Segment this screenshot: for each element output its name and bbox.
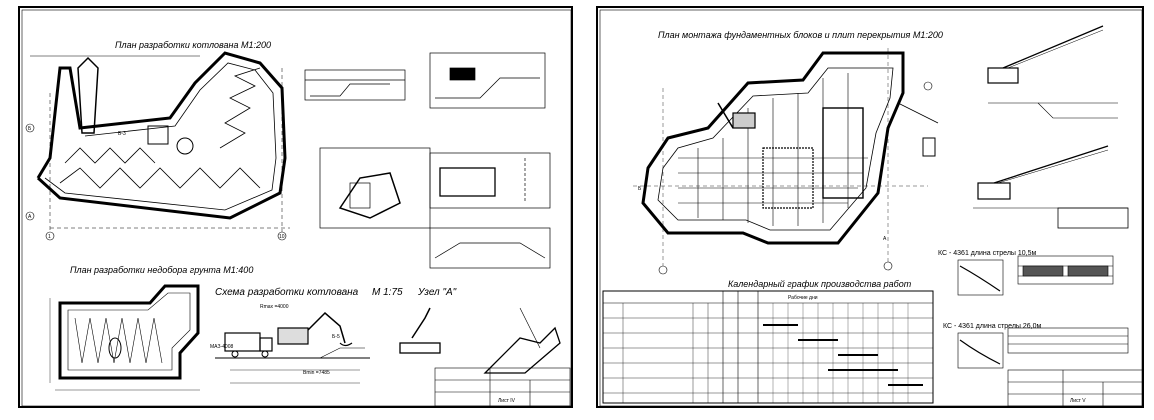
scheme-label-b5: Б-5 [332, 334, 340, 340]
scheme-label-truck: МАЗ-4008 [210, 344, 233, 350]
crane-chart-2 [957, 332, 1004, 369]
drawing-sheet-left: План разработки котлована М1:200 1 10 А … [18, 6, 573, 408]
mount-plan-title: План монтажа фундаментных блоков и плит … [658, 30, 943, 40]
sheet-right-graphics: План монтажа фундаментных блоков и плит … [599, 9, 1144, 407]
right-sheet-number: Лист V [1070, 398, 1086, 404]
sheet-left-graphics: План разработки котлована М1:200 1 10 А … [21, 9, 572, 407]
axis-label-10: 10 [279, 234, 285, 240]
crane-chart-1 [957, 259, 1004, 296]
axis-label-b: Б [28, 126, 32, 132]
title-block-right [1007, 369, 1144, 407]
crane-chart-title-1: КС - 4361 длина стрелы 10,5м [938, 250, 1037, 257]
pit-plan-title: План разработки котлована М1:200 [115, 40, 271, 50]
scheme-title: Схема разработки котлована [215, 286, 359, 298]
excavation-scheme-drawing [215, 307, 561, 384]
calendar-working-days: Рабочие дни [788, 295, 818, 301]
axis-label-1: 1 [48, 234, 51, 240]
calendar-schedule-table [602, 290, 934, 404]
block-schedule [1007, 255, 1129, 354]
scheme-node-label: Узел "А" [417, 287, 457, 298]
pit-label-b3: Б-3 [118, 131, 126, 137]
shortfall-plan-title: План разработки недобора грунта М1:400 [70, 265, 253, 275]
scheme-label-rmax: Rmax =4000 [260, 304, 289, 310]
calendar-title: Календарный график производства работ [728, 279, 912, 289]
shortfall-plan-drawing [49, 284, 200, 391]
right-axis-b: Б [638, 186, 642, 192]
scheme-label-bmin: Bmin =7485 [303, 370, 330, 376]
scheme-scale: М 1:75 [372, 287, 403, 298]
drawing-sheet-right: План монтажа фундаментных блоков и плит … [596, 6, 1144, 408]
crane-diagrams [973, 25, 1129, 229]
axis-label-a: А [28, 214, 32, 220]
crane-chart-title-2: КС - 4361 длина стрелы 26,0м [943, 323, 1042, 330]
detail-sections-left [304, 52, 551, 269]
right-axis-a: А [883, 236, 887, 242]
foundation-mount-plan [633, 48, 939, 266]
pit-plan-drawing [30, 51, 290, 233]
left-sheet-number: Лист IV [498, 398, 516, 404]
title-block-left [434, 367, 571, 407]
